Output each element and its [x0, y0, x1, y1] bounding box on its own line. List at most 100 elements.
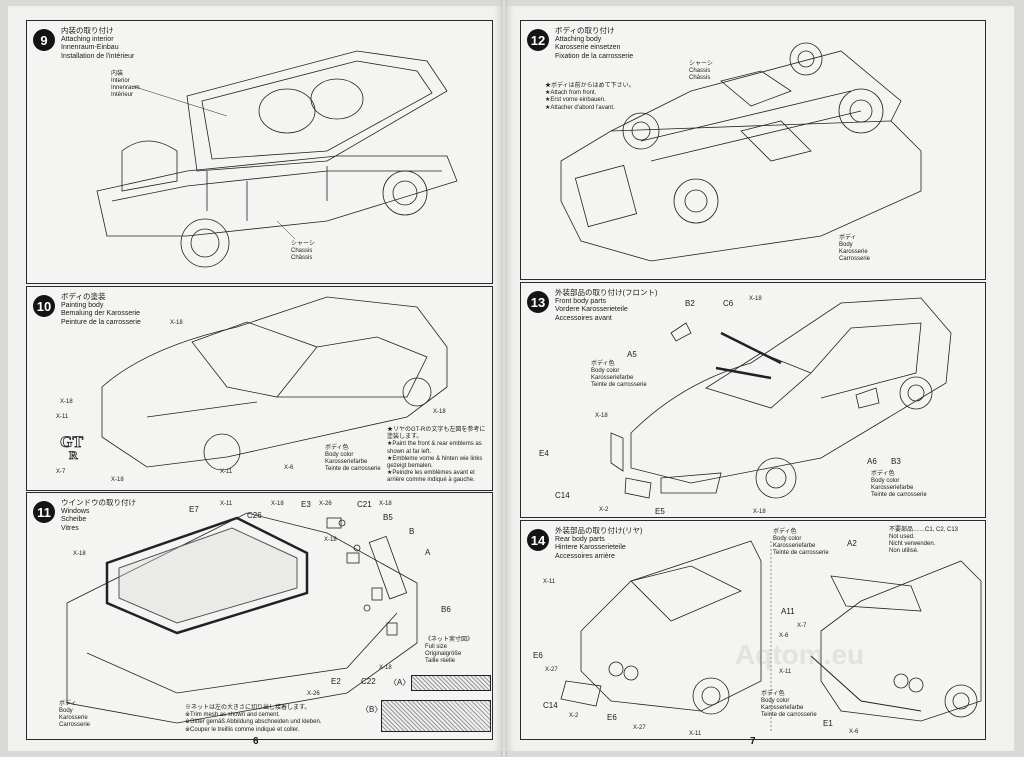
part-x26: X-26 [319, 501, 332, 507]
part-b2: B2 [685, 299, 695, 308]
part-x18: X-18 [749, 296, 762, 302]
mesh-b-pattern [381, 700, 491, 732]
step-13-panel: 13 外装部品の取り付け(フロント) Front body parts Vord… [520, 282, 986, 518]
unused-parts-note: 不要部品……C1, C2, C13 Not used. Nicht verwen… [889, 527, 959, 554]
part-a11: A11 [781, 607, 795, 616]
svg-text:GT: GT [60, 434, 83, 451]
attach-front-note: ★ボディは前からはめて下さい。 ★Attach from front. ★Ers… [545, 83, 635, 111]
step-14-panel: 14 外装部品の取り付け(リヤ) Rear body parts Hintere… [520, 520, 986, 740]
emblem-note: ★リヤのGT-Rの文字も左図を参考に塗装します。 ★Paint the fron… [387, 427, 486, 484]
step-9-panel: 9 内装の取り付け Attaching interior Innenraum-E… [26, 20, 493, 284]
part-x27: X-27 [633, 725, 646, 731]
part-x18: X-18 [753, 509, 766, 515]
step-number-badge: 9 [33, 29, 55, 51]
part-b: B [409, 527, 415, 536]
part-a5: A5 [627, 350, 637, 359]
part-x11: X-11 [779, 669, 792, 675]
part-e6: E6 [533, 651, 543, 660]
step-11-panel: 11 ウインドウの取り付け Windows Scheibe Vitres E7 … [26, 492, 493, 740]
part-e2: E2 [331, 677, 341, 686]
part-x11: X-11 [689, 731, 702, 737]
part-x27: X-27 [545, 667, 558, 673]
interior-callout: 内装 Interior Innenraum Intérieur [111, 71, 140, 98]
part-e3: E3 [301, 500, 311, 509]
part-b3: B3 [891, 457, 901, 466]
mesh-full-size-label: 《ネット実寸図》 Full size Originalgröße Taille … [425, 637, 474, 664]
part-x7: X-7 [797, 623, 807, 629]
book-spine [501, 0, 507, 757]
svg-text:R: R [69, 448, 78, 462]
part-x6: X-6 [284, 465, 294, 471]
mesh-b-label: 〈B〉 [361, 705, 383, 714]
step-number-badge: 13 [527, 291, 549, 313]
part-x7: X-7 [56, 469, 66, 475]
step-10-panel: 10 ボディの塗装 Painting body Bemalung der Kar… [26, 286, 493, 491]
part-e7: E7 [189, 505, 199, 514]
part-e6: E6 [607, 713, 617, 722]
step-number-badge: 14 [527, 529, 549, 551]
step-number-badge: 11 [33, 501, 55, 523]
interior-assembly-drawing [96, 50, 458, 268]
body-callout: ボディ Body Karosserie Carrosserie [839, 235, 871, 262]
part-x18: X-18 [433, 409, 446, 415]
body-painting-drawing: GT R [60, 296, 448, 471]
part-x11: X-11 [220, 501, 233, 507]
part-c14: C14 [543, 701, 558, 710]
body-callout: ボディ Body Karosserie Carrosserie [59, 701, 91, 728]
part-e5: E5 [655, 507, 665, 516]
page-number: 7 [750, 736, 756, 747]
body-color-callout: ボディ色 Body color Karosseriefarbe Teinte d… [761, 691, 817, 718]
part-c14: C14 [555, 491, 570, 500]
body-color-callout: ボディ色 Body color Karosseriefarbe Teinte d… [325, 445, 381, 472]
chassis-callout: シャーシ Chassis Châssis [689, 61, 713, 81]
step-title: ウインドウの取り付け Windows Scheibe Vitres [61, 498, 136, 532]
part-x11: X-11 [220, 469, 233, 475]
attaching-body-drawing [560, 42, 922, 262]
part-b6: B6 [441, 605, 451, 614]
step-number-badge: 10 [33, 295, 55, 317]
step-title: ボディの取り付け Attaching body Karosserie einse… [555, 26, 634, 60]
watermark: Aqtom.eu [735, 639, 865, 670]
left-page: 9 内装の取り付け Attaching interior Innenraum-E… [8, 6, 502, 751]
part-c22: C22 [361, 677, 376, 686]
mesh-a-label: 〈A〉 [389, 678, 411, 687]
part-e1: E1 [823, 719, 833, 728]
part-e4: E4 [539, 449, 549, 458]
part-x18: X-18 [595, 413, 608, 419]
part-x2: X-2 [569, 713, 579, 719]
part-x18: X-18 [73, 551, 86, 557]
part-c6: C6 [723, 299, 734, 308]
part-x6: X-6 [779, 633, 789, 639]
part-x18: X-18 [324, 537, 337, 543]
part-a6: A6 [867, 457, 877, 466]
front-body-parts-drawing [610, 297, 952, 499]
part-x18: X-18 [379, 501, 392, 507]
part-c26: C26 [247, 511, 262, 520]
part-x18: X-18 [379, 665, 392, 671]
part-x11: X-11 [543, 579, 556, 585]
step-title: 外装部品の取り付け(フロント) Front body parts Vordere… [555, 288, 658, 322]
step-number-badge: 12 [527, 29, 549, 51]
part-x26: X-26 [307, 691, 320, 697]
page-number: 6 [253, 736, 259, 747]
part-x2: X-2 [599, 507, 609, 513]
mesh-note: ※ネットは左の大きさに切り出し接着します。 ※Trim mesh as show… [185, 705, 322, 733]
part-x18: X-18 [60, 399, 73, 405]
rear-body-parts-drawing [560, 540, 982, 731]
step-title: 内装の取り付け Attaching interior Innenraum-Ein… [61, 26, 135, 60]
step-12-panel: 12 ボディの取り付け Attaching body Karosserie ei… [520, 20, 986, 280]
mesh-a-pattern [411, 675, 491, 691]
body-color-callout: ボディ色 Body color Karosseriefarbe Teinte d… [871, 471, 927, 498]
part-x18: X-18 [170, 320, 183, 326]
body-color-callout: ボディ色 Body color Karosseriefarbe Teinte d… [773, 529, 829, 556]
right-page: 12 ボディの取り付け Attaching body Karosserie ei… [506, 6, 1014, 751]
part-a2: A2 [847, 539, 857, 548]
part-c21: C21 [357, 500, 372, 509]
step-title: ボディの塗装 Painting body Bemalung der Kaross… [61, 292, 141, 326]
chassis-callout: シャーシ Chassis Châssis [291, 241, 315, 261]
windows-drawing [66, 512, 418, 724]
part-x18: X-18 [271, 501, 284, 507]
part-x11: X-11 [56, 414, 69, 420]
body-color-callout: ボディ色 Body color Karosseriefarbe Teinte d… [591, 361, 647, 388]
step-title: 外装部品の取り付け(リヤ) Rear body parts Hintere Ka… [555, 526, 643, 560]
